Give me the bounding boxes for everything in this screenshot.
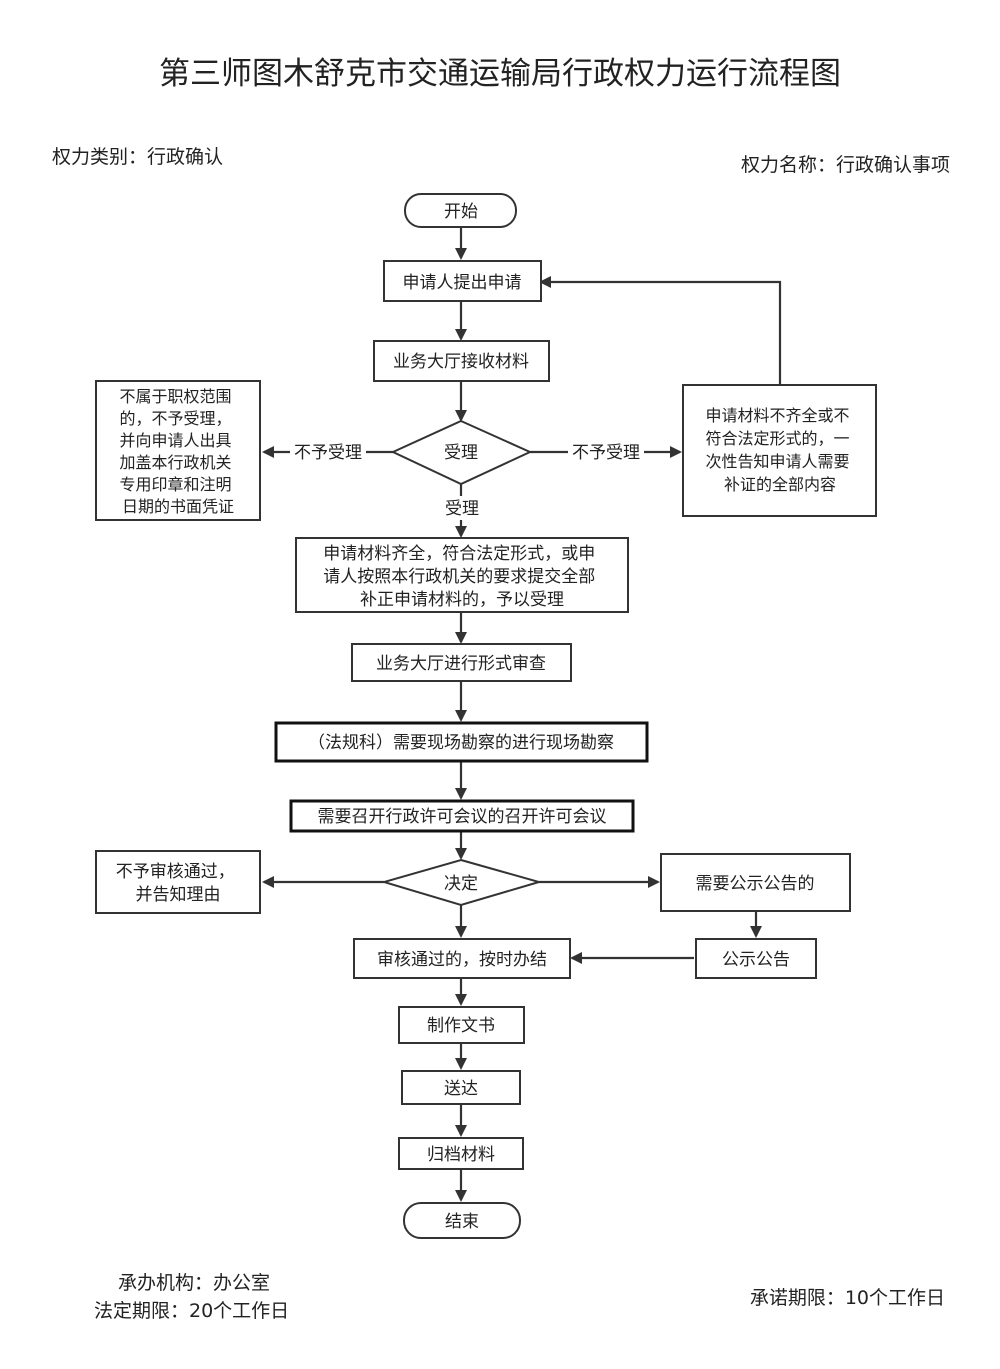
node-meeting: 需要召开行政许可会议的召开许可会议 [289,799,635,833]
node-need-publicity: 需要公示公告的 [660,853,851,912]
flow-edges [262,227,782,1202]
node-deliver: 送达 [401,1070,521,1105]
reject-left-line: 不属于职权范围 [119,387,231,406]
receive-label: 业务大厅接收材料 [393,352,529,372]
node-reject-left: 不属于职权范围 的，不予受理， 并向申请人出具 加盖本行政机关 专用印章和注明 … [95,380,261,521]
node-apply: 申请人提出申请 [383,260,542,302]
reject-left-line: 专用印章和注明 [119,475,231,494]
footer-legal-limit: 法定期限：20个工作日 [94,1300,290,1322]
label-accept: 受理 [445,499,479,519]
accepted-line: 请人按照本行政机关的要求提交全部 [323,567,595,587]
power-category: 权力类别：行政确认 [52,146,224,168]
edge-labels: 不予受理 不予受理 受理 [290,440,644,520]
node-publicity: 公示公告 [695,938,817,979]
reject-right-line: 申请材料不齐全或不 [705,406,849,425]
apply-label: 申请人提出申请 [403,273,522,293]
node-archive: 归档材料 [398,1137,524,1170]
node-accept-decision: 受理 [390,419,533,486]
archive-label: 归档材料 [427,1145,495,1165]
not-approved-line: 不予审核通过， [116,862,235,882]
reject-right-line: 符合法定形式的，一 [705,429,849,448]
meeting-label: 需要召开行政许可会议的召开许可会议 [318,807,607,827]
reject-left-line: 的，不予受理， [119,409,231,428]
node-reject-right: 申请材料不齐全或不 符合法定形式的，一 次性告知申请人需要 补证的全部内容 [682,384,877,517]
node-accepted: 申请材料齐全，符合法定形式，或申 请人按照本行政机关的要求提交全部 补正申请材料… [295,537,629,613]
label-reject-right: 不予受理 [572,443,640,463]
publicity-label: 公示公告 [722,950,790,970]
label-reject-left: 不予受理 [294,443,362,463]
end-label: 结束 [445,1212,479,1232]
reject-left-line: 日期的书面凭证 [122,497,234,516]
node-formal-review: 业务大厅进行形式审查 [351,643,572,682]
reject-left-text: 不属于职权范围 的，不予受理， 并向申请人出具 加盖本行政机关 专用印章和注明 … [119,387,236,516]
node-receive: 业务大厅接收材料 [373,340,550,382]
formal-review-label: 业务大厅进行形式审查 [376,654,546,674]
node-start: 开始 [404,193,517,228]
start-label: 开始 [444,202,478,222]
site-inspection-label: （法规科）需要现场勘察的进行现场勘察 [308,733,614,753]
footer-promised-limit: 承诺期限：10个工作日 [749,1287,945,1309]
accepted-text: 申请材料齐全，符合法定形式，或申 请人按照本行政机关的要求提交全部 补正申请材料… [323,544,600,610]
edge-rejectright-apply [539,276,782,385]
need-publicity-label: 需要公示公告的 [696,874,815,894]
make-document-label: 制作文书 [427,1016,495,1036]
node-end: 结束 [403,1202,521,1239]
not-approved-line: 并告知理由 [136,885,221,905]
page-title: 第三师图木舒克市交通运输局行政权力运行流程图 [159,56,841,92]
decision-label: 决定 [444,874,478,894]
accepted-line: 补正申请材料的，予以受理 [360,590,564,610]
not-approved-text: 不予审核通过， 并告知理由 [116,862,240,905]
deliver-label: 送达 [444,1079,478,1099]
power-name: 权力名称：行政确认事项 [740,154,950,176]
reject-right-line: 次性告知申请人需要 [705,452,849,471]
node-make-document: 制作文书 [398,1006,525,1044]
footer-agency: 承办机构：办公室 [118,1272,271,1294]
accepted-line: 申请材料齐全，符合法定形式，或申 [323,544,595,564]
approved-label: 审核通过的，按时办结 [377,950,547,970]
node-decision: 决定 [380,858,543,907]
accept-decision-label: 受理 [444,443,478,463]
node-site-inspection: （法规科）需要现场勘察的进行现场勘察 [274,721,649,763]
node-not-approved: 不予审核通过， 并告知理由 [95,850,261,914]
reject-right-line: 补证的全部内容 [724,475,836,494]
reject-right-text: 申请材料不齐全或不 符合法定形式的，一 次性告知申请人需要 补证的全部内容 [705,406,854,494]
reject-left-line: 并向申请人出具 [119,431,231,450]
node-approved: 审核通过的，按时办结 [353,938,571,979]
reject-left-line: 加盖本行政机关 [119,453,231,472]
